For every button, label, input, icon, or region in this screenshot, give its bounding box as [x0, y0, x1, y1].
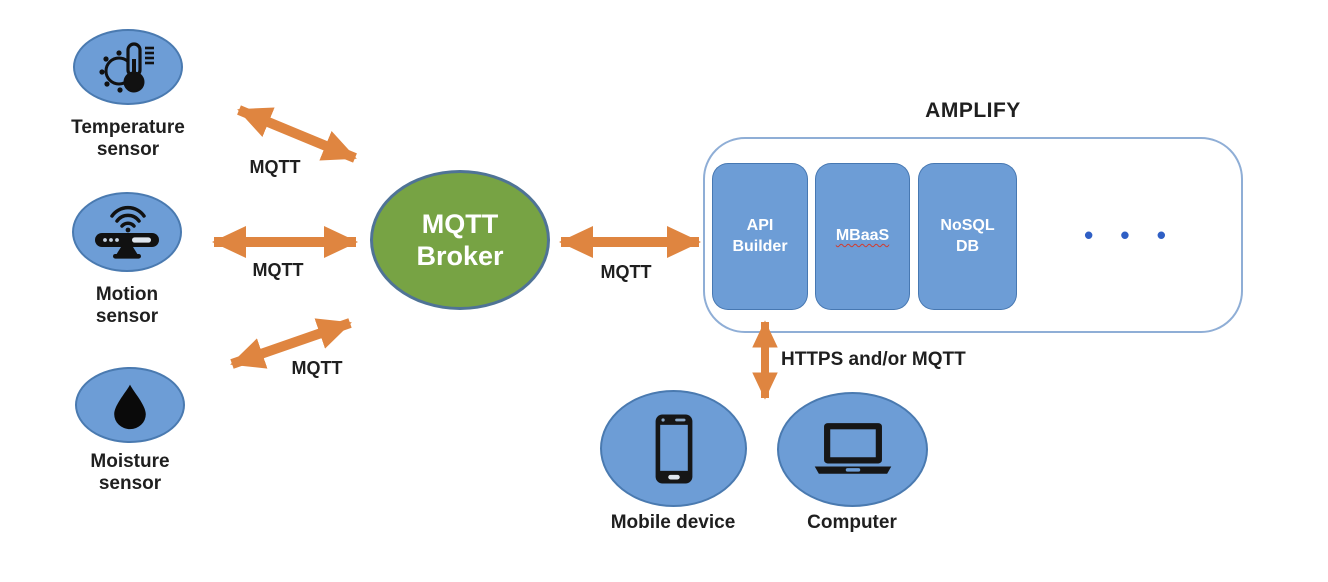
mqtt-broker-node: MQTT Broker	[370, 170, 550, 310]
amplify-title: AMPLIFY	[925, 99, 1021, 122]
mqtt-link-label-moisture: MQTT	[291, 358, 343, 378]
motion-sensor-label: Motion sensor	[95, 284, 159, 327]
temperature-sensor-icon	[99, 42, 154, 93]
mqtt-link-label-motion: MQTT	[252, 260, 304, 280]
moisture-sensor-node	[75, 367, 185, 443]
computer-label: Computer	[807, 512, 897, 533]
computer-node	[777, 392, 928, 507]
mqtt-link-label-amplify: MQTT	[600, 262, 652, 282]
mobile-device-icon	[655, 414, 692, 483]
mobile-device-label: Mobile device	[610, 512, 736, 533]
amplify-component-api-builder: API Builder	[712, 163, 808, 310]
motion-sensor-icon	[95, 205, 159, 259]
mbaas-label: MBaaS	[835, 227, 890, 245]
mqtt-broker-label: MQTT Broker	[416, 208, 504, 271]
nosql-db-label: NoSQL DB	[940, 216, 995, 255]
amplify-component-mbaas: MBaaS	[815, 163, 910, 310]
amplify-ellipsis-dots: • • •	[1084, 220, 1176, 250]
motion-sensor-node	[72, 192, 182, 272]
https-mqtt-link-label: HTTPS and/or MQTT	[781, 349, 966, 370]
mobile-device-node	[600, 390, 747, 507]
temperature-sensor-label: Temperature sensor	[71, 117, 185, 160]
amplify-component-nosql-db: NoSQL DB	[918, 163, 1017, 310]
moisture-sensor-icon	[114, 384, 146, 430]
api-builder-label: API Builder	[732, 216, 788, 255]
computer-icon	[814, 422, 891, 474]
arrow-temperature-broker	[237, 105, 357, 163]
temperature-sensor-node	[73, 29, 183, 105]
moisture-sensor-label: Moisture sensor	[90, 451, 170, 494]
mqtt-link-label-temperature: MQTT	[249, 157, 301, 177]
